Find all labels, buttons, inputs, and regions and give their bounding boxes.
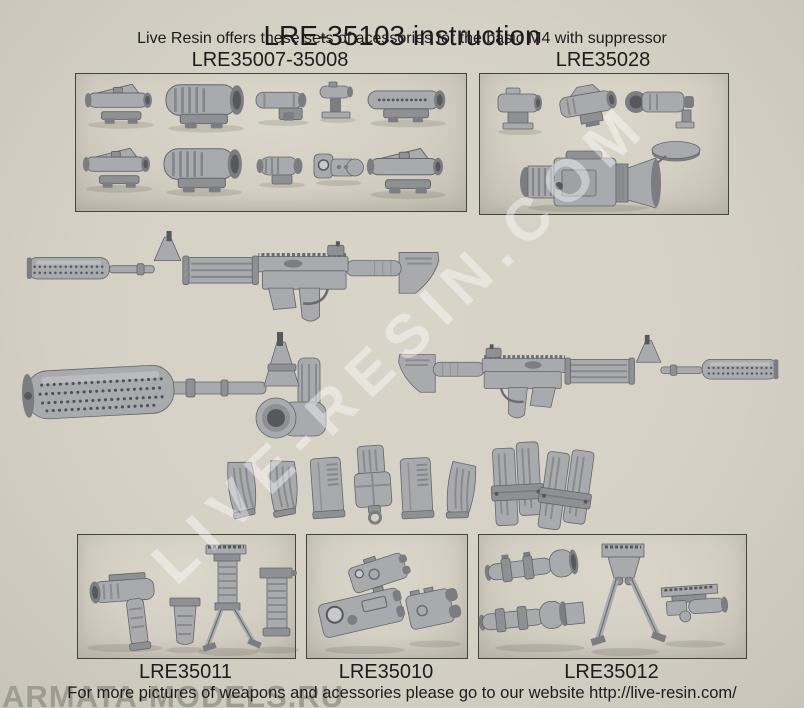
page-subtitle: Live Resin offers these sets of acessori…: [137, 30, 667, 47]
grips-set-parts: [87, 544, 299, 656]
laser-peq-large: [317, 585, 406, 638]
holographic-sight: [313, 153, 365, 187]
m4-rifle-left: [27, 231, 439, 321]
folded-scope-unit: [660, 583, 729, 623]
optics-set-parts: [82, 81, 448, 200]
footer-note: For more pictures of weapons and acessor…: [67, 684, 737, 702]
nv-sight-small: [497, 87, 542, 135]
magazine-curved-2: [267, 457, 301, 519]
nv-scope-medium: [559, 84, 617, 128]
sniper-scope-1: [484, 549, 579, 583]
laser-peq-small: [348, 552, 411, 594]
nv-device-large: [520, 141, 701, 212]
magazines: [224, 440, 599, 536]
red-dot-sight: [319, 81, 357, 124]
set-label-grips: LRE35011: [138, 661, 233, 683]
m203-launcher: [255, 397, 327, 439]
scopes-bipod-set-parts: [478, 543, 729, 656]
bipod: [590, 543, 667, 646]
magazine-curved-3: [444, 460, 478, 522]
set-label-night-vision: LRE35028: [555, 49, 651, 71]
suppressor-closeup: [21, 332, 327, 439]
set-label-optics: LRE35007-35008: [191, 49, 349, 71]
sniper-scope-2: [478, 600, 586, 633]
day-scope-1: [164, 83, 246, 134]
magazine-pmag-1: [308, 455, 347, 520]
foregrip-bipod: [202, 544, 262, 652]
magazine-curved-1: [224, 458, 261, 521]
foregrip-stubby: [169, 597, 201, 645]
day-scope-2: [162, 147, 244, 198]
set-label-lasers: LRE35010: [338, 661, 434, 683]
night-vision-set-parts: [497, 84, 701, 212]
magnifier-scope: [254, 91, 310, 127]
laser-box-right: [405, 586, 462, 630]
magazine-with-pouch: [350, 442, 395, 526]
acog-scope-1: [84, 83, 155, 130]
magazine-pmag-2: [398, 456, 436, 520]
rail-scope: [366, 88, 448, 129]
compact-scope: [255, 155, 307, 190]
lasers-set-parts: [317, 552, 462, 654]
acog-scope-2: [82, 147, 153, 194]
acog-scope-3: [366, 147, 447, 200]
page-title: LRE-35103 instruction: [263, 19, 541, 51]
suppressor-large: [21, 364, 175, 420]
magazine-dual-clamped-2: [533, 444, 599, 536]
m4-rifle-right: [396, 333, 781, 420]
foregrip-flashlight: [89, 572, 155, 652]
nv-monocular-small: [625, 91, 695, 129]
set-label-scopes-bipod: LRE35012: [564, 661, 659, 683]
magazine-dual-clamped-1: [488, 440, 547, 528]
foregrip-ribbed: [259, 567, 297, 637]
